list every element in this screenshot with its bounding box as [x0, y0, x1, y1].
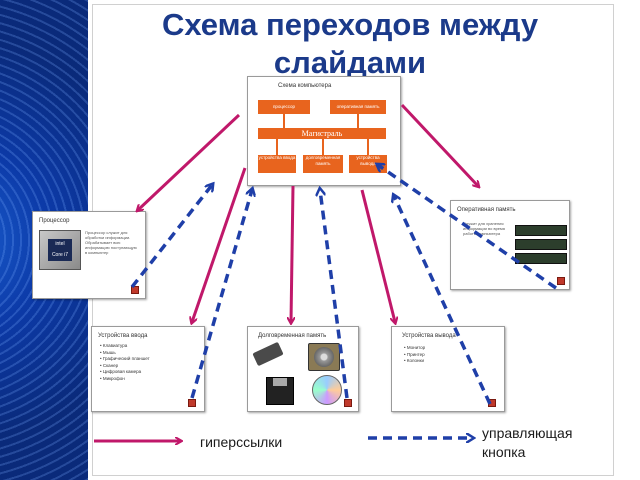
list-item: • Клавиатура — [100, 343, 128, 348]
hyperlink-arrow-input — [192, 167, 247, 322]
hyperlink-arrow-processor — [138, 113, 241, 210]
slide-input-title: Устройства ввода — [98, 333, 148, 339]
list-item: • Цифровая камера — [100, 369, 142, 374]
slide-storage: Долговременная память — [247, 326, 359, 412]
list-item: • Колонки — [404, 358, 424, 363]
list-item: • Мышь — [100, 349, 116, 355]
button-arrow-output — [394, 196, 492, 405]
hard-disk-image — [308, 343, 340, 371]
slide-computer-title: Схема компьютера — [278, 83, 332, 89]
list-item: • Графический планшет — [100, 356, 150, 361]
hyperlink-arrow-storage — [291, 185, 293, 322]
output-devices-list: • Монитор • Принтер • Колонки — [404, 345, 425, 365]
storage-back-button[interactable] — [344, 399, 352, 407]
list-item: • Монитор — [404, 345, 426, 350]
button-arrow-ram — [378, 165, 557, 290]
box-processor[interactable]: процессор — [258, 100, 310, 114]
slide-output-title: Устройства вывода — [402, 333, 456, 339]
slide-processor-title: Процессор — [39, 218, 70, 224]
list-item: • Микрофон — [100, 375, 125, 381]
box-bus: Магистраль — [258, 128, 386, 139]
slide-storage-title: Долговременная память — [258, 333, 327, 339]
button-arrow-storage — [320, 190, 349, 399]
slide-ram: Оперативная память Служит для хранения и… — [450, 200, 570, 290]
hyperlink-arrow-output — [360, 189, 395, 322]
cd-disk-image — [312, 375, 342, 405]
ram-module-image — [515, 223, 567, 264]
page-title: Схема переходов между слайдами — [161, 7, 539, 80]
processor-back-button[interactable] — [131, 286, 139, 294]
list-item: • Принтер — [404, 351, 425, 357]
hyperlink-arrow-ram — [400, 103, 478, 186]
button-arrow-input — [190, 190, 252, 399]
box-ram[interactable]: оперативная память — [330, 100, 386, 114]
box-storage[interactable]: долговременная память — [303, 155, 343, 173]
slide-input-devices: Устройства ввода • Клавиатура • Мышь • Г… — [91, 326, 205, 412]
list-item: • Сканер — [100, 362, 119, 368]
slide-computer-scheme[interactable]: Схема компьютера процессор оперативная п… — [247, 76, 401, 186]
slide-output-devices: Устройства вывода • Монитор • Принтер • … — [391, 326, 505, 412]
scheme-connectors — [276, 114, 369, 155]
slide-processor-text: Процессор служит для обработки информаци… — [85, 230, 137, 255]
input-devices-list: • Клавиатура • Мышь • Графический планше… — [100, 343, 150, 382]
box-input[interactable]: устройства ввода — [258, 155, 296, 173]
floppy-disk-image — [266, 377, 294, 405]
input-back-button[interactable] — [188, 399, 196, 407]
legend-control-button-label: управляющая кнопка — [482, 425, 573, 460]
ram-back-button[interactable] — [557, 277, 565, 285]
button-arrow-processor — [130, 185, 212, 289]
legend-hyperlinks-label: гиперссылки — [200, 434, 283, 450]
slide-ram-title: Оперативная память — [457, 207, 516, 213]
slide-ram-text: Служит для хранения информации во время … — [463, 221, 505, 236]
